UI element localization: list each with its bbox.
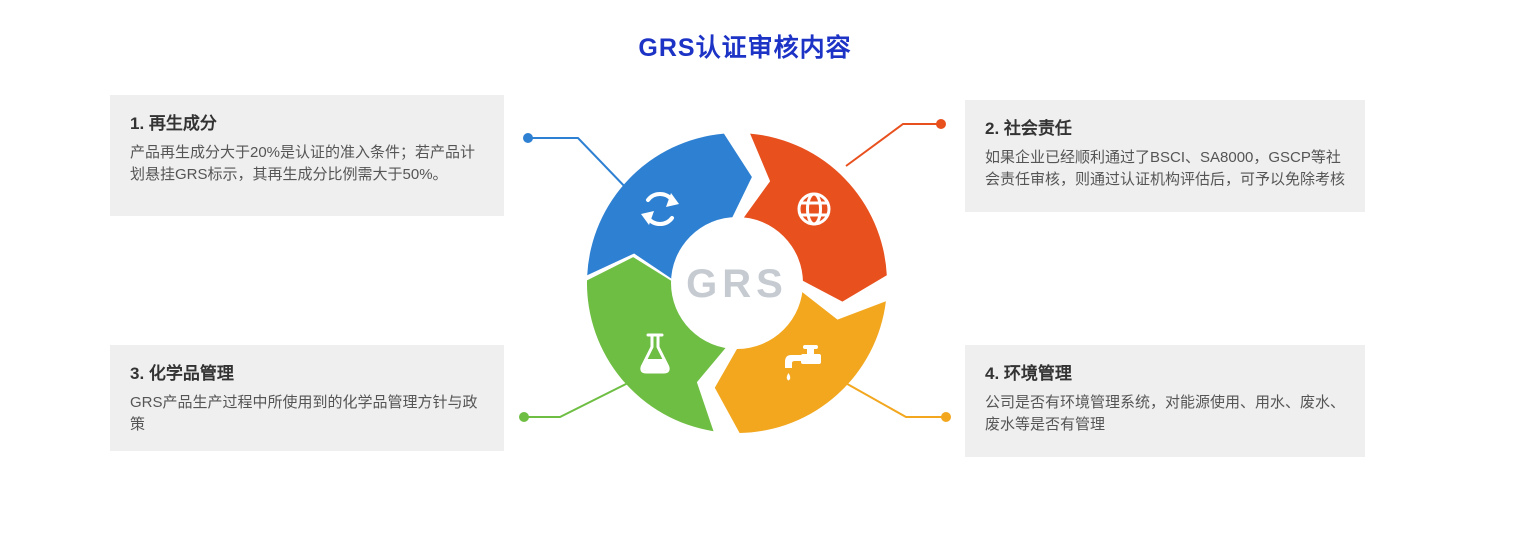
card-body-chemical-management: GRS产品生产过程中所使用到的化学品管理方针与政策	[130, 394, 478, 433]
recycle-icon-arrowhead-1	[666, 193, 679, 207]
card-social-responsibility: 2. 社会责任 如果企业已经顺利通过了BSCI、SA8000，GSCP等社会责任…	[965, 100, 1365, 212]
card-environment-management: 4. 环境管理 公司是否有环境管理系统，对能源使用、用水、废水、废水等是否有管理	[965, 345, 1365, 457]
card-title-social-responsibility: 2. 社会责任	[985, 119, 1072, 138]
wheel-center-label: GRS	[686, 262, 788, 306]
card-title-chemical-management: 3. 化学品管理	[130, 364, 234, 383]
segment-social-responsibility	[742, 133, 887, 302]
connector-dot-social-responsibility	[936, 119, 946, 129]
card-title-environment-management: 4. 环境管理	[985, 364, 1072, 383]
segment-environment-management	[714, 290, 886, 433]
connector-dot-chemical-management	[519, 412, 529, 422]
wheel-center	[671, 217, 803, 349]
page-title: GRS认证审核内容	[638, 34, 852, 62]
segment-recycled-content	[587, 133, 752, 280]
grs-cycle-diagram: GRS	[586, 133, 887, 433]
globe-icon	[797, 192, 831, 226]
card-body-recycled-content: 产品再生成分大于20%是认证的准入条件；若产品计划悬挂GRS标示，其再生成分比例…	[130, 144, 476, 183]
card-chemical-management: 3. 化学品管理 GRS产品生产过程中所使用到的化学品管理方针与政策	[110, 345, 504, 451]
recycle-icon-arrowhead-2	[641, 211, 654, 225]
faucet-icon	[785, 345, 821, 381]
card-recycled-content: 1. 再生成分 产品再生成分大于20%是认证的准入条件；若产品计划悬挂GRS标示…	[110, 95, 504, 216]
card-body-social-responsibility: 如果企业已经顺利通过了BSCI、SA8000，GSCP等社会责任审核，则通过认证…	[985, 149, 1346, 188]
card-body-environment-management: 公司是否有环境管理系统，对能源使用、用水、废水、废水等是否有管理	[985, 394, 1346, 433]
connector-dot-recycled-content	[523, 133, 533, 143]
flask-icon	[640, 333, 670, 374]
connector-dot-environment-management	[941, 412, 951, 422]
card-title-recycled-content: 1. 再生成分	[130, 114, 217, 133]
